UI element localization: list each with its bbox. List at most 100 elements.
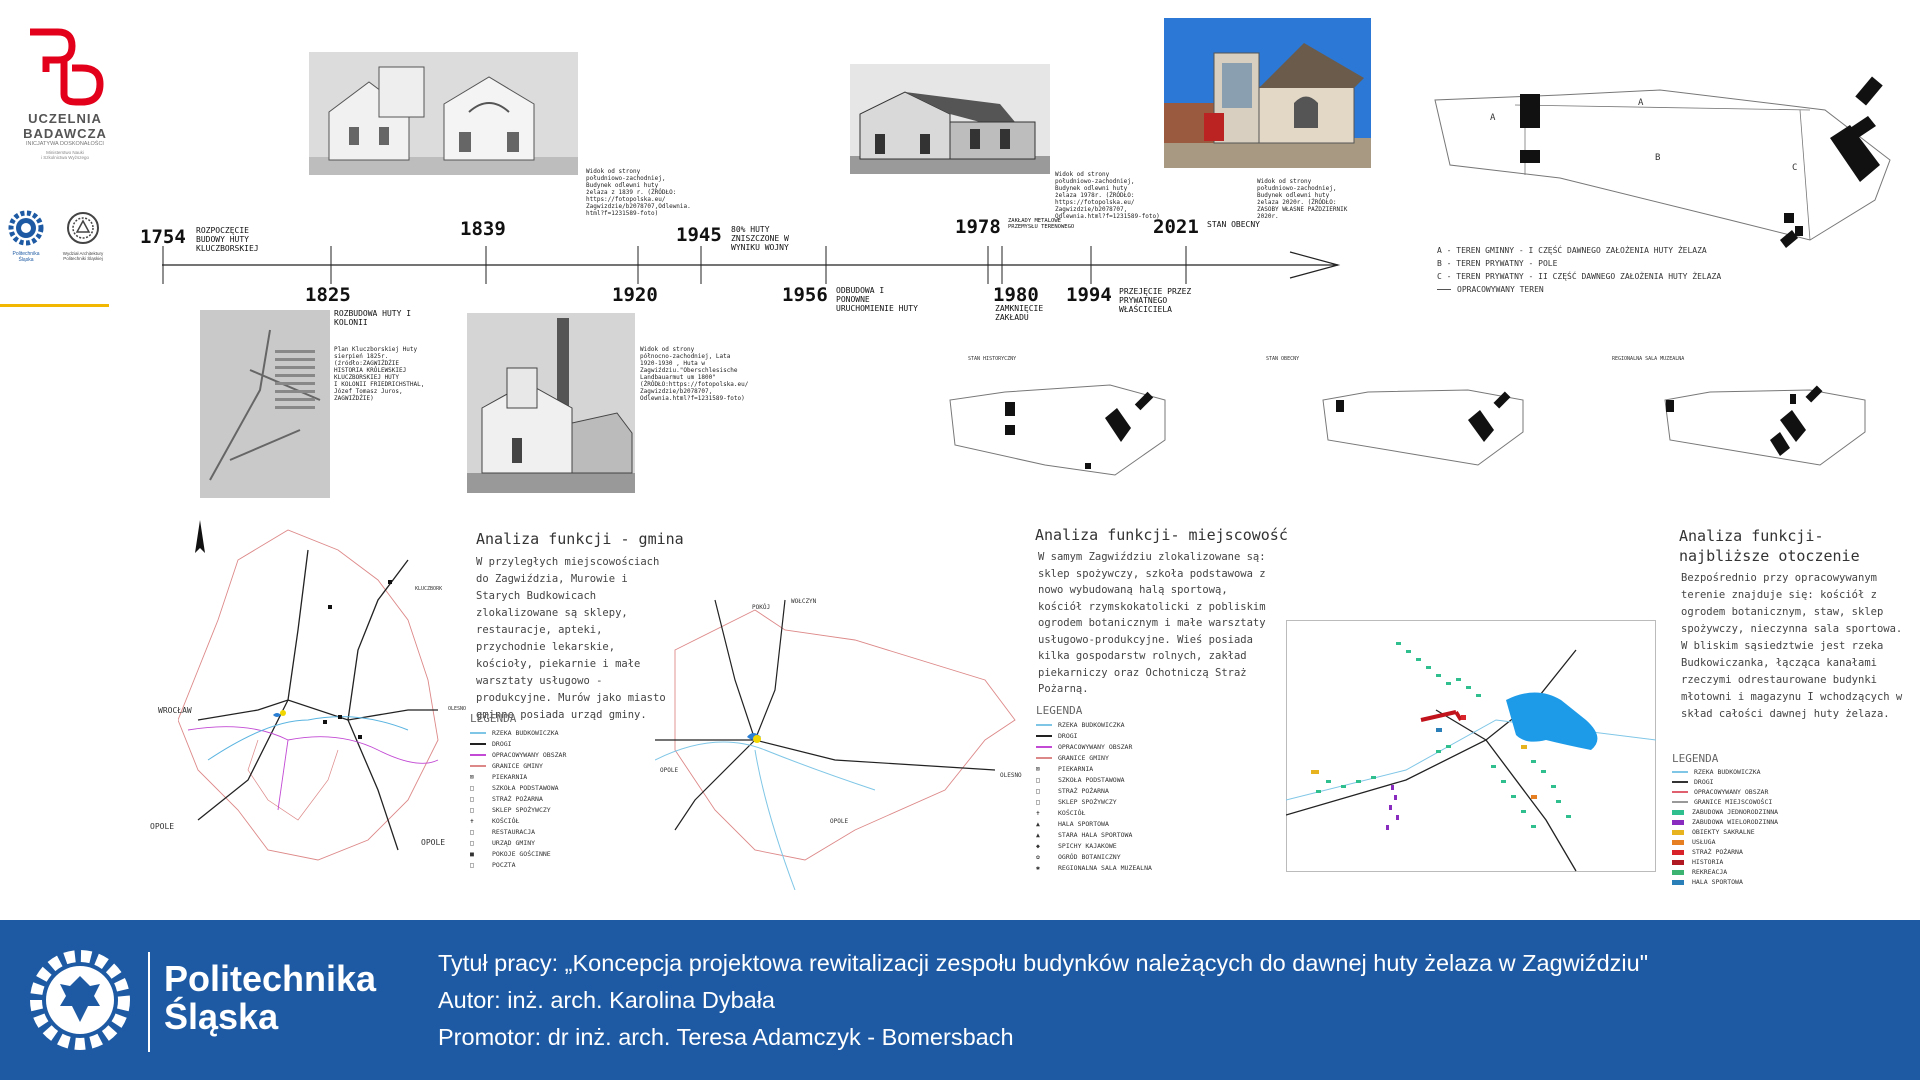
gmina-legend-rooms: POKOJE GOŚCINNE — [492, 849, 551, 858]
event-1825: ROZBUDOWA HUTY I KOLONII — [334, 309, 412, 327]
surroundings-legend-fire: STRAŻ POŻARNA — [1692, 848, 1743, 856]
fire-station-icon: □ — [470, 794, 474, 803]
surroundings-title-text: Analiza funkcji- najbliższe otoczenie — [1679, 527, 1860, 565]
restaurant-icon: □ — [470, 827, 474, 836]
footer-text: Tytuł pracy: „Koncepcja projektowa rewit… — [438, 945, 1648, 1056]
wa-small-logo: Wydział Architektury Politechniki Śląski… — [58, 210, 108, 261]
gmina-place-kluczbork: KLUCZBORK — [415, 586, 443, 592]
footer-brand: Politechnika Śląska — [164, 960, 376, 1036]
gmina-place-wroclaw: WROCŁAW — [158, 706, 192, 715]
gmina-legend: LEGENDA RZEKA BUDKOWICZKA DROGI OPRACOWY… — [470, 712, 566, 870]
year-1825: 1825 — [305, 284, 351, 306]
event-1978: ZAKŁADY METALOWE PRZEMYSŁU TERENOWEGO — [1008, 218, 1075, 230]
faculty-emblem-icon — [67, 212, 99, 244]
siteplan-legend-area: OPRACOWYWANY TEREN — [1437, 283, 1721, 296]
small-plan-1-title: STAN HISTORYCZNY — [968, 356, 1017, 362]
event-1945: 80% HUTY ZNISZCZONE W WYNIKU WOJNY — [731, 225, 789, 252]
surroundings-legend-service: USŁUGA — [1692, 838, 1716, 846]
year-1839: 1839 — [460, 218, 506, 240]
gmina-legend-bakery: PIEKARNIA — [492, 772, 528, 781]
siteplan-legend-c: C - TEREN PRYWATNY - II CZĘŚĆ DAWNEGO ZA… — [1437, 272, 1722, 281]
village-legend-kayak: SPICHY KAJAKOWE — [1058, 841, 1117, 850]
footer-brand-line2: Śląska — [164, 996, 279, 1037]
garden-icon: ✿ — [1036, 852, 1040, 861]
ub-logo: UCZELNIA BADAWCZA INICJATYWA DOSKONAŁOŚC… — [20, 28, 110, 178]
gmina-legend-roads: DROGI — [492, 739, 512, 748]
village-legend: LEGENDA RZEKA BUDKOWICZKA DROGI OPRACOWY… — [1036, 704, 1152, 873]
village-body: W samym Zagwiździu zlokalizowane są: skl… — [1038, 551, 1266, 695]
guest-rooms-icon: ■ — [470, 849, 474, 858]
caption-1978: Widok od strony południowo-zachodniej, B… — [1055, 171, 1160, 220]
shop-icon: □ — [1036, 797, 1040, 806]
caption-1825: Plan Kluczborskiej Huty sierpień 1825r. … — [334, 346, 425, 402]
bakery-icon: ⊠ — [470, 772, 474, 781]
school-icon: □ — [1036, 775, 1040, 784]
old-hall-icon: ▲ — [1036, 830, 1040, 839]
gear-emblem-icon — [8, 210, 44, 246]
gmina-legend-area: OPRACOWYWANY OBSZAR — [492, 750, 567, 759]
village-place-opole: OPOLE — [660, 767, 679, 774]
gmina-legend-borders: GRANICE GMINY — [492, 761, 543, 770]
gmina-legend-school: SZKOŁA PODSTAWOWA — [492, 783, 559, 792]
surroundings-body: Bezpośrednio przy opracowywanym terenie … — [1681, 572, 1903, 720]
year-1920: 1920 — [612, 284, 658, 306]
village-place-wolczyn: WOŁCZYN — [791, 598, 817, 605]
footer-divider — [148, 952, 150, 1052]
village-place-opole-2: OPOLE — [830, 818, 849, 825]
surroundings-legend-multi: ZABUDOWA WIELORODZINNA — [1692, 818, 1779, 826]
caption-1920: Widok od strony północno-zachodniej, Lat… — [640, 346, 749, 402]
ub-line4: Ministerstwo Nauki i Szkolnictwa Wyższeg… — [41, 150, 89, 160]
thesis-title: Tytuł pracy: „Koncepcja projektowa rewit… — [438, 950, 1649, 976]
post-icon: □ — [470, 860, 474, 869]
village-legend-area: OPRACOWYWANY OBSZAR — [1058, 742, 1133, 751]
ub-line1: UCZELNIA — [28, 111, 102, 126]
year-2021: 2021 — [1153, 216, 1199, 238]
church-icon: ✝ — [1036, 808, 1040, 817]
gmina-place-opole-1: OPOLE — [150, 822, 175, 831]
fire-station-icon: □ — [1036, 786, 1040, 795]
small-plan-3 — [1664, 385, 1866, 466]
kayak-icon: ◆ — [1036, 841, 1040, 850]
gmina-legend-fire: STRAŻ POŻARNA — [492, 794, 543, 803]
village-legend-river: RZEKA BUDKOWICZKA — [1058, 720, 1125, 729]
surroundings-legend-single: ZABUDOWA JEDNORODZINNA — [1692, 808, 1779, 816]
year-1945: 1945 — [676, 224, 722, 246]
year-1978: 1978 — [955, 216, 1001, 238]
footer-bar: Politechnika Śląska Tytuł pracy: „Koncep… — [0, 920, 1920, 1080]
village-legend-borders: GRANICE GMINY — [1058, 753, 1109, 762]
year-1980: 1980 — [993, 284, 1039, 306]
village-legend-church: KOŚCIÓŁ — [1058, 808, 1086, 817]
village-legend-title: LEGENDA — [1036, 704, 1083, 717]
museum-icon: ✱ — [1036, 863, 1040, 872]
school-icon: □ — [470, 783, 474, 792]
site-plan — [1434, 76, 1891, 248]
surroundings-legend-area: OPRACOWYWANY OBSZAR — [1694, 788, 1769, 796]
thesis-author: Autor: inż. arch. Karolina Dybała — [438, 987, 775, 1013]
photo-1920 — [467, 313, 635, 493]
timeline-axis — [162, 246, 1341, 284]
siteplan-legend: A - TEREN GMINNY - I CZĘŚĆ DAWNEGO ZAŁOŻ… — [1437, 244, 1721, 296]
gmina-body: W przyległych miejscowościach do Zagwiźd… — [476, 556, 666, 721]
caption-2021: Widok od strony południowo-zachodniej, B… — [1257, 178, 1348, 220]
gmina-legend-river: RZEKA BUDKOWICZKA — [492, 728, 559, 737]
surroundings-legend-roads: DROGI — [1694, 778, 1714, 786]
bakery-icon: ⊠ — [1036, 764, 1040, 773]
thesis-promotor: Promotor: dr inż. arch. Teresa Adamczyk … — [438, 1024, 1014, 1050]
village-legend-roads: DROGI — [1058, 731, 1078, 740]
gmina-legend-title: LEGENDA — [470, 712, 517, 725]
line-swatch — [1437, 289, 1451, 290]
small-plan-1 — [949, 384, 1166, 476]
ub-line2: BADAWCZA — [23, 126, 107, 141]
gmina-title: Analiza funkcji - gmina — [476, 530, 684, 548]
village-legend-shop: SKLEP SPOŻYWCZY — [1058, 797, 1117, 806]
ub-line3: INICJATYWA DOSKONAŁOŚCI — [26, 141, 104, 147]
village-place-olesno: OLESNO — [1000, 772, 1022, 779]
village-map — [655, 599, 1016, 890]
village-legend-garden: OGRÓD BOTANICZNY — [1058, 852, 1121, 861]
small-plan-2 — [1322, 389, 1524, 466]
surroundings-legend-borders: GRANICE MIEJSCOWOŚCI — [1694, 798, 1773, 806]
photo-1839 — [309, 52, 578, 175]
photo-1825-plan — [200, 310, 330, 498]
surroundings-legend-sports: HALA SPORTOWA — [1692, 878, 1743, 886]
ps-small-label: Politechnika Śląska — [12, 251, 40, 263]
